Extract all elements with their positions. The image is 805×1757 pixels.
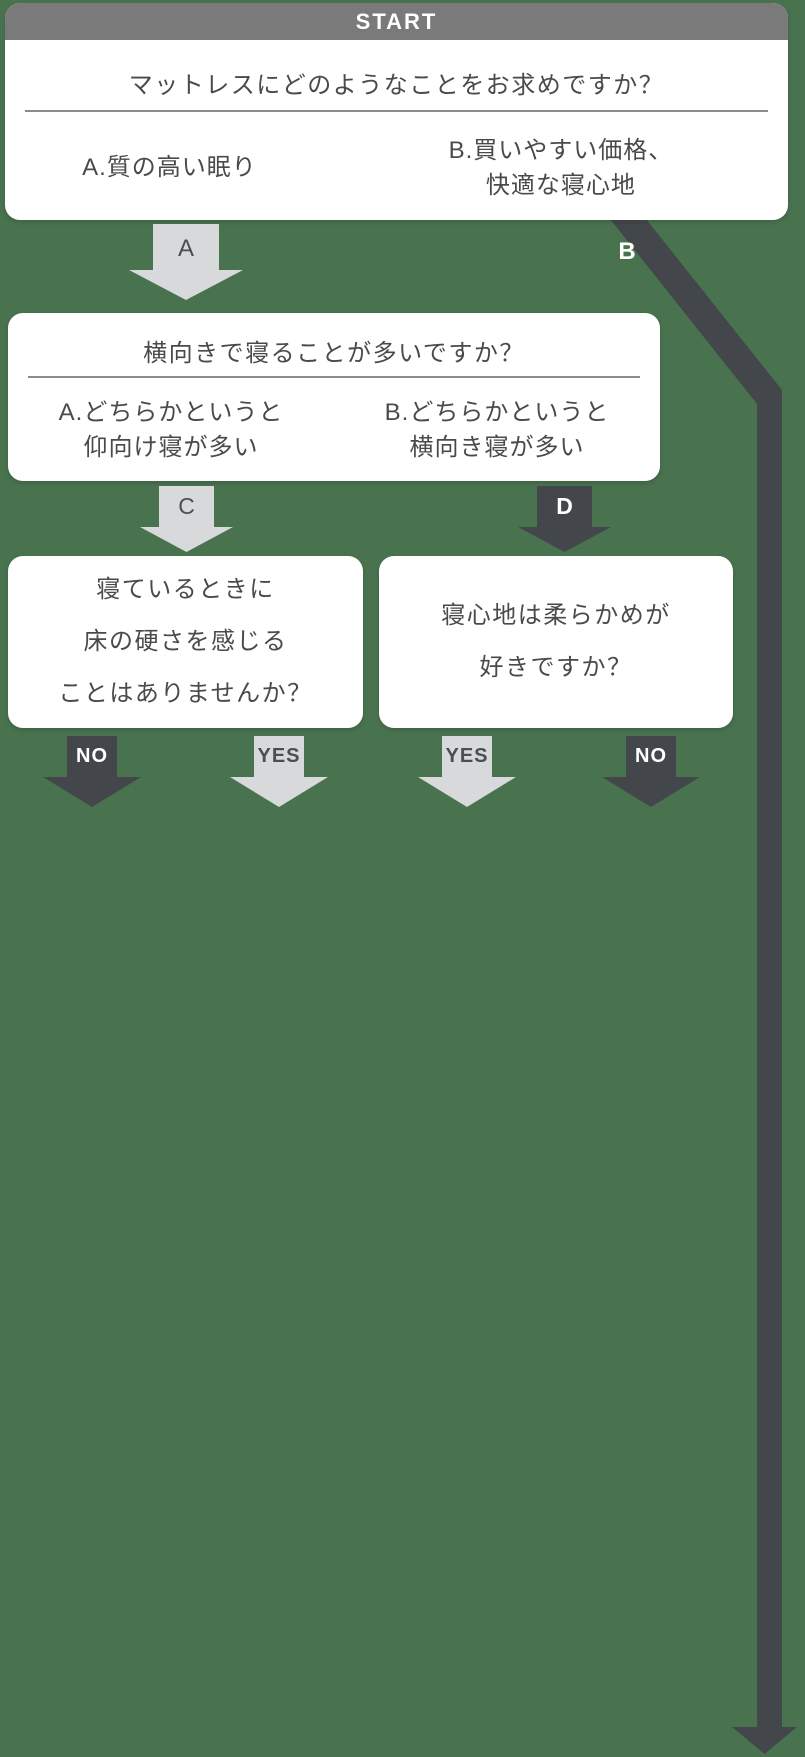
question-box-4: 寝心地は柔らかめが 好きですか？	[379, 556, 733, 728]
q3-yes-label: YES	[257, 745, 301, 767]
q1-question: マットレスにどのようなことをお求めですか？	[128, 72, 665, 99]
q2-option-b-line2: 横向き寝が多い	[409, 433, 585, 461]
q3-question-line2: 床の硬さを感じる	[83, 628, 288, 655]
q2-option-b: B.どちらかというと 横向き寝が多い	[334, 395, 660, 465]
q3-no-arrow: NO	[43, 736, 141, 807]
branch-b-label: B	[618, 238, 636, 265]
q2-option-a-line2: 仰向け寝が多い	[83, 433, 259, 461]
question-box-1: START マットレスにどのようなことをお求めですか？ A.質の高い眠り B.買…	[5, 3, 788, 220]
branch-c-arrow: C	[140, 486, 233, 552]
q4-no-arrow: NO	[602, 736, 700, 807]
q4-question-line2: 好きですか？	[479, 654, 633, 681]
q3-yes-arrow: YES	[230, 736, 328, 807]
q2-option-a-line1: A.どちらかというと	[58, 398, 284, 426]
q3-question: 寝ているときに 床の硬さを感じる ことはありませんか？	[8, 556, 363, 728]
q1-option-b-line2: 快適な寝心地	[485, 171, 636, 199]
q4-question-line1: 寝心地は柔らかめが	[441, 602, 671, 629]
branch-d-label: D	[556, 493, 573, 519]
q3-question-line1: 寝ているときに	[96, 576, 275, 603]
q1-option-b-line1: B.買いやすい価格、	[448, 136, 674, 164]
q4-yes-label: YES	[445, 745, 489, 767]
q1-option-a: A.質の高い眠り	[82, 154, 257, 181]
question-box-3: 寝ているときに 床の硬さを感じる ことはありませんか？	[8, 556, 363, 728]
branch-a-arrow: A	[129, 224, 243, 300]
q2-question: 横向きで寝ることが多いですか？	[143, 340, 525, 367]
q4-yes-arrow: YES	[418, 736, 516, 807]
q2-option-a: A.どちらかというと 仰向け寝が多い	[8, 395, 334, 465]
q1-options: A.質の高い眠り B.買いやすい価格、 快適な寝心地	[5, 112, 788, 223]
q2-options: A.どちらかというと 仰向け寝が多い B.どちらかというと 横向き寝が多い	[8, 378, 660, 481]
start-label: START	[355, 8, 438, 34]
q2-option-b-line1: B.どちらかというと	[384, 398, 610, 426]
branch-c-label: C	[178, 493, 195, 519]
q3-no-label: NO	[76, 745, 108, 767]
question-box-2: 横向きで寝ることが多いですか？ A.どちらかというと 仰向け寝が多い B.どちら…	[8, 313, 660, 481]
branch-a-label: A	[177, 235, 194, 262]
q2-divider	[28, 376, 640, 378]
q3-question-line3: ことはありませんか？	[58, 680, 313, 707]
q1-option-b: B.買いやすい価格、 快適な寝心地	[334, 133, 788, 203]
q4-question: 寝心地は柔らかめが 好きですか？	[379, 556, 733, 728]
q1-divider	[25, 110, 768, 112]
branch-d-arrow: D	[518, 486, 611, 552]
start-header: START	[5, 3, 788, 40]
q4-no-label: NO	[635, 745, 667, 767]
